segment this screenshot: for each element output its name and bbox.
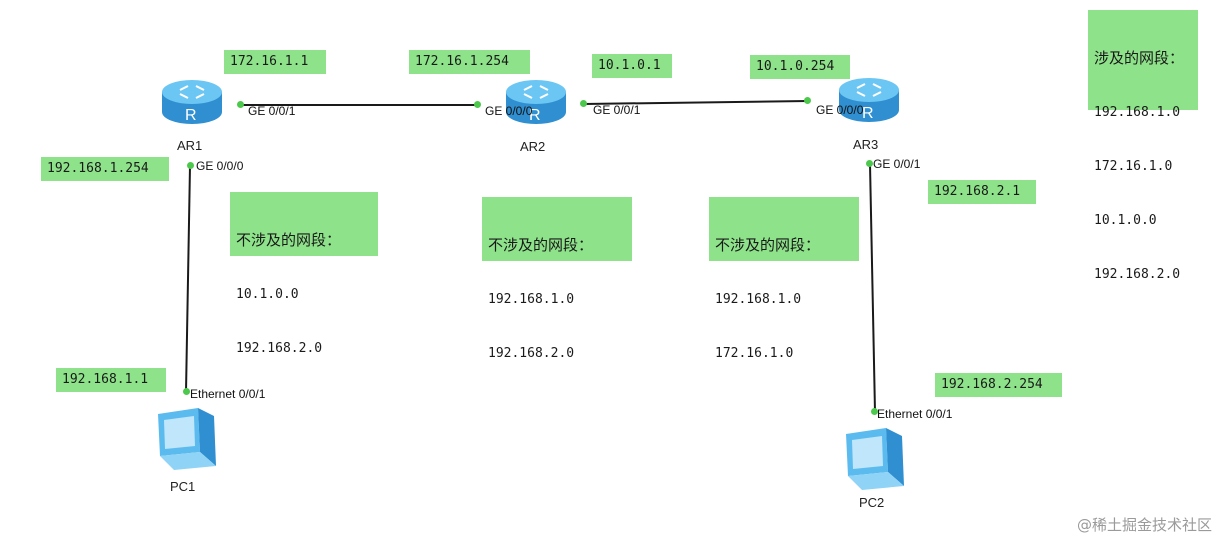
svg-text:R: R <box>185 107 197 124</box>
port-dot-ar1-g001 <box>237 101 244 108</box>
note-ar1-line: 10.1.0.0 <box>236 287 299 302</box>
port-label-pc1-eth: Ethernet 0/0/1 <box>190 387 266 401</box>
svg-text:R: R <box>862 105 874 122</box>
note-ar1-title: 不涉及的网段： <box>236 231 342 249</box>
note-ar1-not-involved: 不涉及的网段： 10.1.0.0 192.168.2.0 <box>230 192 378 356</box>
link-ar2-ar3[interactable] <box>583 100 809 105</box>
note-ar2-line: 192.168.1.0 <box>488 292 575 307</box>
router-ar1-icon[interactable]: R <box>158 72 226 130</box>
ip-label-pc1: 192.168.1.1 <box>56 368 166 392</box>
note-involved-line: 172.16.1.0 <box>1094 159 1173 174</box>
link-ar1-pc1[interactable] <box>185 165 191 393</box>
ip-label-ar2-g001: 10.1.0.1 <box>592 54 672 78</box>
port-dot-ar2-g001 <box>580 100 587 107</box>
ip-label-pc2: 192.168.2.254 <box>935 373 1062 397</box>
port-label-pc2-eth: Ethernet 0/0/1 <box>877 407 953 421</box>
note-ar3-not-involved: 不涉及的网段： 192.168.1.0 172.16.1.0 <box>709 197 859 361</box>
device-name-ar3: AR3 <box>853 137 879 152</box>
note-ar2-line: 192.168.2.0 <box>488 346 575 361</box>
note-involved-networks: 涉及的网段： 192.168.1.0 172.16.1.0 10.1.0.0 1… <box>1088 10 1198 282</box>
note-ar3-line: 172.16.1.0 <box>715 346 794 361</box>
note-involved-line: 192.168.2.0 <box>1094 267 1181 282</box>
ip-label-ar3-g001: 192.168.2.1 <box>928 180 1036 204</box>
ip-label-ar1-g001: 172.16.1.1 <box>224 50 326 74</box>
port-label-ar1-g001: GE 0/0/1 <box>248 104 296 118</box>
device-name-ar1: AR1 <box>177 138 203 153</box>
note-involved-title: 涉及的网段： <box>1094 49 1185 67</box>
svg-text:R: R <box>529 107 541 124</box>
device-name-ar2: AR2 <box>520 139 546 154</box>
port-label-ar3-g001: GE 0/0/1 <box>873 157 921 171</box>
port-dot-ar1-g000 <box>187 162 194 169</box>
device-name-pc1: PC1 <box>170 479 196 494</box>
ip-label-ar1-g000: 192.168.1.254 <box>41 157 169 181</box>
router-ar2-icon[interactable]: R <box>502 72 570 130</box>
port-dot-pc1-eth <box>183 388 190 395</box>
port-label-ar2-g000: GE 0/0/0 <box>485 104 533 118</box>
port-dot-ar3-g000 <box>804 97 811 104</box>
note-ar1-line: 192.168.2.0 <box>236 341 323 356</box>
note-ar3-title: 不涉及的网段： <box>715 236 821 254</box>
note-involved-line: 192.168.1.0 <box>1094 105 1181 120</box>
ip-label-ar3-g000: 10.1.0.254 <box>750 55 850 79</box>
ip-label-ar2-g000: 172.16.1.254 <box>409 50 530 74</box>
port-dot-pc2-eth <box>871 408 878 415</box>
port-label-ar3-g000: GE 0/0/0 <box>816 103 864 117</box>
link-ar3-pc2[interactable] <box>869 163 876 413</box>
port-label-ar1-g000: GE 0/0/0 <box>196 159 244 173</box>
note-ar3-line: 192.168.1.0 <box>715 292 802 307</box>
device-name-pc2: PC2 <box>859 495 885 510</box>
pc2-icon[interactable] <box>838 426 910 494</box>
note-ar2-title: 不涉及的网段： <box>488 236 594 254</box>
note-ar2-not-involved: 不涉及的网段： 192.168.1.0 192.168.2.0 <box>482 197 632 361</box>
note-involved-line: 10.1.0.0 <box>1094 213 1157 228</box>
router-ar3-icon[interactable]: R <box>835 70 903 128</box>
pc1-icon[interactable] <box>150 406 222 474</box>
port-label-ar2-g001: GE 0/0/1 <box>593 103 641 117</box>
port-dot-ar3-g001 <box>866 160 873 167</box>
port-dot-ar2-g000 <box>474 101 481 108</box>
watermark: @稀土掘金技术社区 <box>1076 516 1212 534</box>
